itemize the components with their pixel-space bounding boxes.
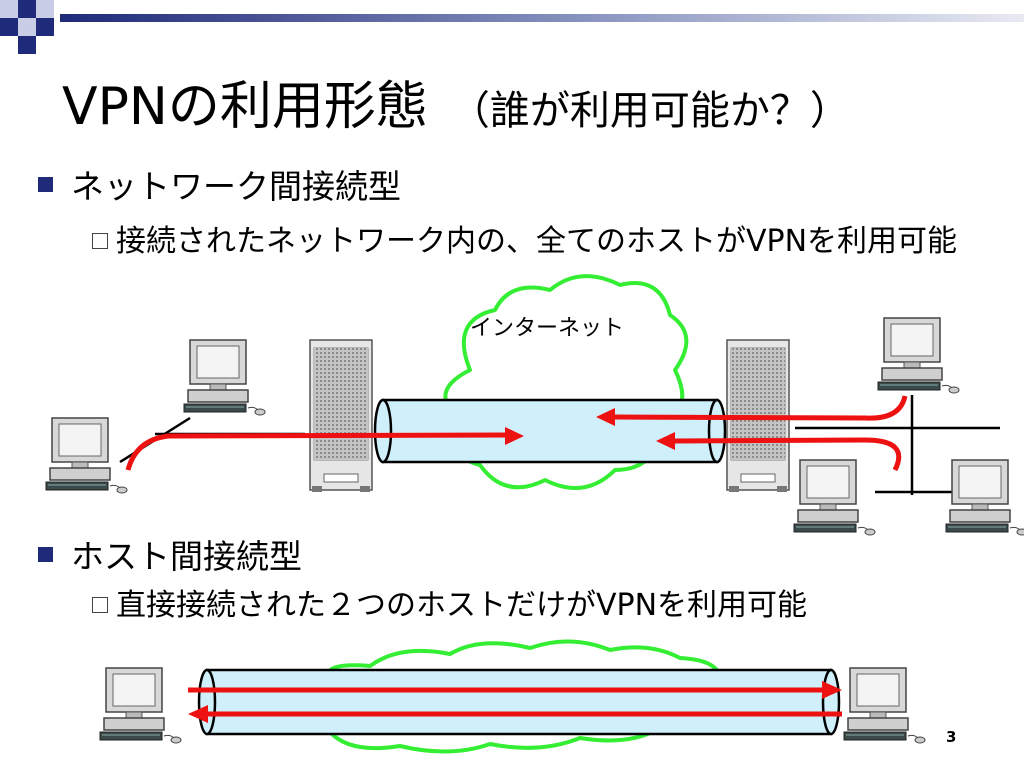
traffic-arrow <box>656 432 902 472</box>
traffic-arrow <box>125 427 524 471</box>
checkbox-bullet-icon <box>92 233 108 249</box>
page-number: 3 <box>946 728 957 746</box>
slide-header-decoration <box>0 0 1024 54</box>
traffic-arrow <box>188 705 842 723</box>
computer-icon <box>45 417 128 494</box>
computer-icon <box>99 667 182 744</box>
computer-icon <box>793 459 876 536</box>
bullet-host-type-text: ホスト間接続型 <box>71 537 302 576</box>
bullet-network-type-text: ネットワーク間接続型 <box>71 167 401 206</box>
bullet-marker <box>38 176 53 192</box>
subbullet-host-type: 直接接続された２つのホストだけがVPNを利用可能 <box>92 584 807 628</box>
computer-icon <box>183 339 266 416</box>
traffic-arrow <box>188 681 842 699</box>
subbullet-network-type: 接続されたネットワーク内の、全てのホストがVPNを利用可能 <box>92 220 972 264</box>
bullet-network-type: ネットワーク間接続型 <box>38 160 401 208</box>
checkbox-bullet-icon <box>92 597 108 613</box>
vpn-tunnel <box>373 398 727 464</box>
vpn-tunnel <box>197 668 841 736</box>
vpn-gateway-server-icon <box>309 339 373 493</box>
computer-icon <box>843 667 926 744</box>
subbullet-host-type-text: 直接接続された２つのホストだけがVPNを利用可能 <box>116 588 808 623</box>
computer-icon <box>877 317 960 394</box>
bullet-host-type: ホスト間接続型 <box>38 530 302 578</box>
traffic-arrow <box>596 395 908 426</box>
bullet-marker <box>38 546 53 562</box>
slide-title: VPNの利用形態 （誰が利用可能か？） <box>62 72 850 146</box>
internet-label: インターネット <box>470 316 625 341</box>
computer-icon <box>945 459 1024 536</box>
title-subtitle: （誰が利用可能か？） <box>449 88 850 134</box>
title-main: VPNの利用形態 <box>62 77 428 137</box>
subbullet-network-type-text: 接続されたネットワーク内の、全てのホストがVPNを利用可能 <box>116 224 958 259</box>
